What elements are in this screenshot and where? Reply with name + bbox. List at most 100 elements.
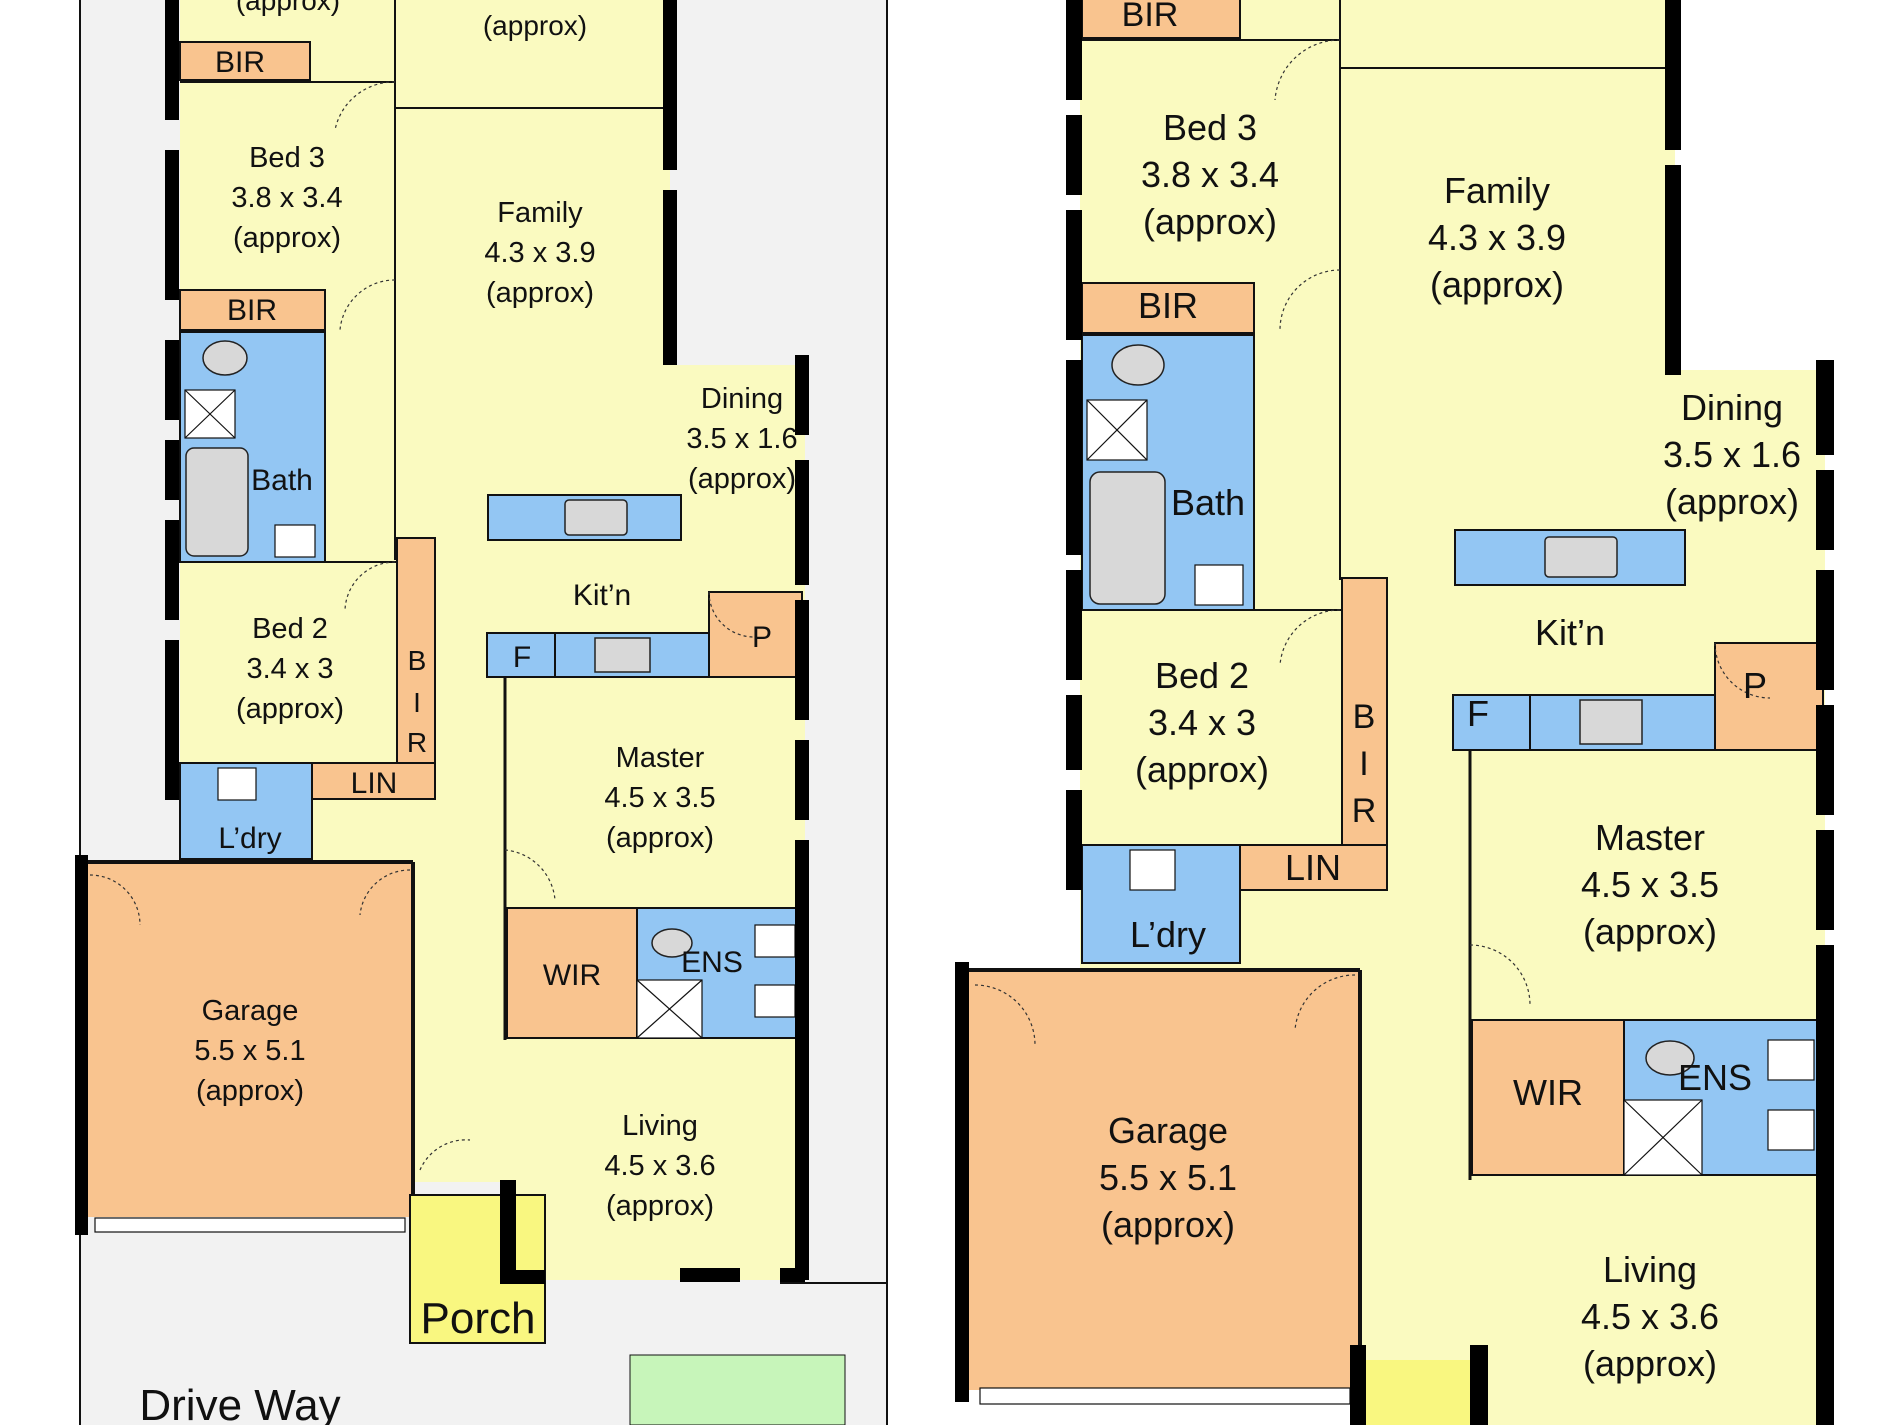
left-bir-vertical xyxy=(397,538,435,763)
right-lin-label: LIN xyxy=(1285,847,1341,888)
right-bir-mid xyxy=(1082,283,1254,333)
left-porch xyxy=(410,1195,545,1343)
left-pantry-label: P xyxy=(752,621,772,654)
left-cooktop-icon xyxy=(594,637,651,673)
left-pantry xyxy=(709,592,802,677)
right-bir-top-label: BIR xyxy=(1122,0,1179,34)
right-living-name: Living xyxy=(1603,1249,1697,1290)
left-wir xyxy=(507,908,637,1038)
right-bir-vertical xyxy=(1342,578,1387,851)
right-family-name: Family xyxy=(1444,170,1550,211)
right-dining-size: 3.5 x 1.6 xyxy=(1663,434,1801,475)
left-garage xyxy=(80,862,413,1217)
right-dining-approx: (approx) xyxy=(1665,481,1799,522)
left-floor-plan: (approx) (approx) BIR Bed 3 3.8 x 3.4 (a… xyxy=(75,0,888,1425)
right-master-name: Master xyxy=(1595,817,1705,858)
right-garage-size: 5.5 x 5.1 xyxy=(1099,1157,1237,1198)
left-bathtub-icon xyxy=(185,447,249,557)
left-dining-name: Dining xyxy=(701,383,783,415)
left-family-name: Family xyxy=(497,197,583,229)
left-living-size: 4.5 x 3.6 xyxy=(604,1150,715,1182)
left-living-approx: (approx) xyxy=(606,1190,714,1222)
left-sink-icon xyxy=(564,499,628,536)
right-floor-plan: BIR Bed 3 3.8 x 3.4 (approx) BIR Bath Fa… xyxy=(955,0,1834,1425)
right-bed2-size: 3.4 x 3 xyxy=(1148,702,1256,743)
left-family-approx: (approx) xyxy=(486,277,594,309)
right-kitchen-label: Kit’n xyxy=(1535,612,1605,653)
right-sink-icon xyxy=(1544,536,1618,578)
left-master-size: 4.5 x 3.5 xyxy=(604,782,715,814)
left-driveway-label: Drive Way xyxy=(139,1381,340,1425)
right-garage-name: Garage xyxy=(1108,1110,1228,1151)
right-living-size: 4.5 x 3.6 xyxy=(1581,1296,1719,1337)
right-bed2-approx: (approx) xyxy=(1135,749,1269,790)
left-master-name: Master xyxy=(616,742,705,774)
right-toilet-icon xyxy=(1111,344,1165,386)
left-bed2-approx: (approx) xyxy=(236,693,344,725)
left-porch-label: Porch xyxy=(421,1294,536,1343)
right-lin xyxy=(1240,845,1387,890)
left-dining-size: 3.5 x 1.6 xyxy=(686,423,797,455)
right-living-approx: (approx) xyxy=(1583,1343,1717,1384)
right-fridge-label: F xyxy=(1467,693,1489,734)
left-wir-label: WIR xyxy=(543,959,601,992)
right-bir-mid-label: BIR xyxy=(1138,285,1198,326)
left-bir-top-label: BIR xyxy=(215,46,265,79)
right-family-approx: (approx) xyxy=(1430,264,1564,305)
right-pantry xyxy=(1715,643,1823,750)
right-wir xyxy=(1472,1020,1624,1175)
left-top-right-label: (approx) xyxy=(483,10,587,41)
left-family-size: 4.3 x 3.9 xyxy=(484,237,595,269)
left-garage-approx: (approx) xyxy=(196,1075,304,1107)
left-lin xyxy=(312,763,435,799)
right-pantry-label: P xyxy=(1743,665,1767,706)
right-bed3-name: Bed 3 xyxy=(1163,107,1257,148)
left-kitchen-label: Kit’n xyxy=(573,579,631,612)
right-porch xyxy=(1360,1360,1480,1425)
right-garage xyxy=(960,970,1360,1390)
right-wir-label: WIR xyxy=(1513,1072,1583,1113)
left-garage-size: 5.5 x 5.1 xyxy=(194,1035,305,1067)
right-family-size: 4.3 x 3.9 xyxy=(1428,217,1566,258)
right-ens-label: ENS xyxy=(1678,1057,1752,1098)
right-bed3-size: 3.8 x 3.4 xyxy=(1141,154,1279,195)
left-toilet-icon xyxy=(202,340,248,376)
left-bed2-name: Bed 2 xyxy=(252,613,328,645)
right-dining-name: Dining xyxy=(1681,387,1783,428)
right-cooktop-icon xyxy=(1579,699,1643,745)
left-laundry-label: L’dry xyxy=(218,822,281,855)
right-master-size: 4.5 x 3.5 xyxy=(1581,864,1719,905)
left-bir-top xyxy=(180,42,310,80)
right-bed2-name: Bed 2 xyxy=(1155,655,1249,696)
left-bed3-approx: (approx) xyxy=(233,222,341,254)
left-bed3-name: Bed 3 xyxy=(249,142,325,174)
left-bir-v-i: I xyxy=(413,687,421,718)
right-garage-approx: (approx) xyxy=(1101,1204,1235,1245)
right-bir-v-i: I xyxy=(1359,745,1368,783)
right-bir-v-r: R xyxy=(1352,792,1377,830)
left-lin-label: LIN xyxy=(351,767,398,800)
left-bath-label: Bath xyxy=(251,464,313,497)
left-top-cut-label: (approx) xyxy=(236,0,340,16)
left-bir-mid-label: BIR xyxy=(227,294,277,327)
left-garden xyxy=(630,1355,845,1425)
left-garage-name: Garage xyxy=(202,995,299,1027)
right-bathtub-icon xyxy=(1089,471,1166,605)
left-bed3-size: 3.8 x 3.4 xyxy=(231,182,342,214)
left-bir-v-b: B xyxy=(408,645,427,676)
right-laundry-label: L’dry xyxy=(1130,914,1206,955)
left-master-approx: (approx) xyxy=(606,822,714,854)
left-fridge-label: F xyxy=(513,641,531,674)
left-bir-v-r: R xyxy=(407,727,427,758)
left-bed2-size: 3.4 x 3 xyxy=(246,653,333,685)
right-bath-label: Bath xyxy=(1171,482,1245,523)
right-bir-top xyxy=(1082,0,1240,38)
left-bir-mid xyxy=(180,290,325,330)
left-dining-approx: (approx) xyxy=(688,463,796,495)
right-bir-v-b: B xyxy=(1353,698,1376,736)
right-bed3-approx: (approx) xyxy=(1143,201,1277,242)
left-ens-label: ENS xyxy=(681,946,743,979)
right-master-approx: (approx) xyxy=(1583,911,1717,952)
left-living-name: Living xyxy=(622,1110,698,1142)
